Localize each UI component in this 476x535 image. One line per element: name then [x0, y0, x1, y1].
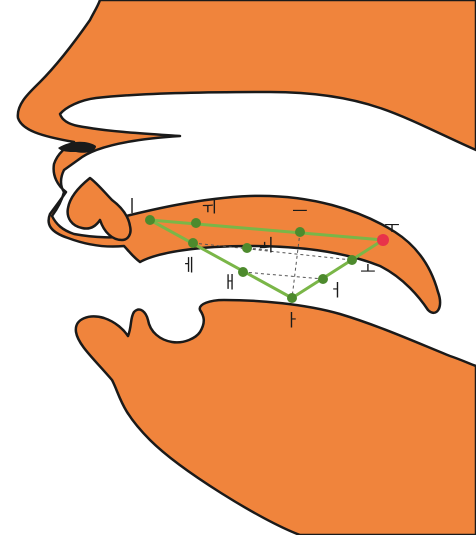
vowel-label-e: ㅔ: [181, 256, 197, 276]
vowel-label-i: ㅣ: [124, 197, 140, 217]
vowel-label-oe: ㅚ: [258, 236, 274, 256]
vowel-label-o: ㅗ: [360, 260, 376, 280]
upper-head-tissue: [18, 0, 476, 313]
vowel-point-oe: [242, 243, 252, 253]
vowel-point-wi: [191, 218, 201, 228]
vowel-point-e: [188, 238, 198, 248]
lower-jaw-tongue: [76, 300, 476, 535]
nostril-mark: [58, 142, 96, 153]
vowel-point-i: [145, 215, 155, 225]
vowel-point-a: [287, 293, 297, 303]
upper-teeth-ridge: [68, 178, 131, 240]
vowel-point-eu: [295, 227, 305, 237]
vowel-label-u: ㅜ: [384, 218, 400, 238]
vowel-label-ae: ㅐ: [222, 273, 238, 293]
vowel-label-eu: ㅡ: [292, 202, 308, 222]
vowel-label-wi: ㅟ: [201, 197, 217, 217]
vowel-label-eo: ㅓ: [328, 281, 344, 301]
vowel-label-a: ㅏ: [284, 311, 300, 331]
vowel-point-o: [347, 255, 357, 265]
vowel-point-eo: [318, 274, 328, 284]
vowel-point-ae: [238, 267, 248, 277]
